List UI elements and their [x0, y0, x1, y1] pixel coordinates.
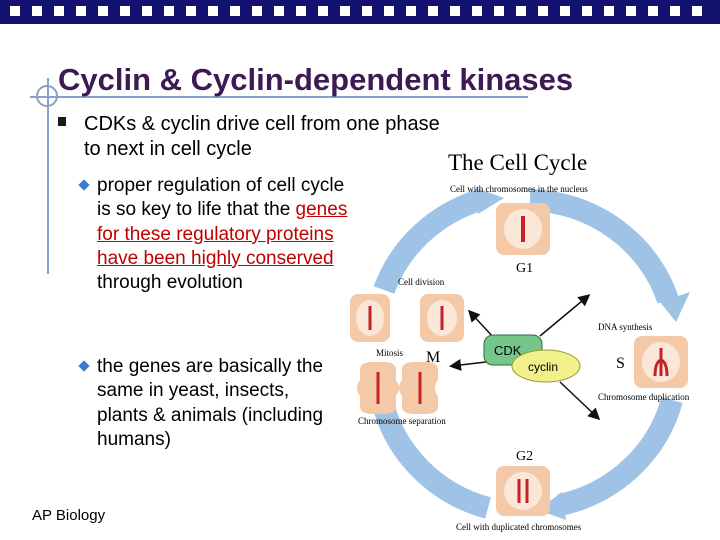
- label-mitosis: Mitosis: [376, 348, 404, 358]
- banner-square: [98, 6, 108, 16]
- cdk-arrow-s: [539, 294, 591, 337]
- label-nucleus: Cell with chromosomes in the nucleus: [450, 184, 588, 194]
- label-s: S: [616, 355, 625, 372]
- banner-square: [186, 6, 196, 16]
- label-chromosome-separation: Chromosome separation: [358, 416, 446, 426]
- banner-square: [428, 6, 438, 16]
- banner-square: [252, 6, 262, 16]
- banner-square: [164, 6, 174, 16]
- banner-square: [406, 6, 416, 16]
- g2-nucleus: [504, 472, 542, 510]
- label-m: M: [426, 349, 440, 366]
- diamond-bullet-icon: [78, 179, 90, 191]
- square-bullet-icon: [58, 117, 66, 126]
- banner-square: [450, 6, 460, 16]
- banner-square: [32, 6, 42, 16]
- label-cell-division: Cell division: [398, 277, 445, 287]
- sub-bullet-2: the genes are basically the same in yeas…: [97, 356, 324, 450]
- replicating-chromosome: [653, 348, 669, 377]
- cell-cycle-diagram: The Cell Cycle Cell with chromosomes in …: [350, 150, 690, 532]
- banner-square: [516, 6, 526, 16]
- label-cyclin: cyclin: [528, 360, 558, 374]
- cycle-arrow-s-g2: [557, 396, 683, 516]
- banner-square: [340, 6, 350, 16]
- banner-square: [318, 6, 328, 16]
- top-banner: [0, 0, 720, 24]
- banner-square: [582, 6, 592, 16]
- cdk-arrow-m: [449, 358, 487, 371]
- banner-square: [208, 6, 218, 16]
- highlighted-phrase: genes for these regulatory proteins have…: [97, 199, 348, 269]
- cycle-arrow-g2-m: [371, 397, 492, 519]
- label-duplicated-chromosomes: Cell with duplicated chromosomes: [456, 522, 582, 532]
- banner-square: [648, 6, 658, 16]
- banner-square: [76, 6, 86, 16]
- banner-square: [494, 6, 504, 16]
- title-vertical-rule: [47, 78, 49, 274]
- label-dna-synthesis: DNA synthesis: [598, 322, 653, 332]
- cdk-arrow-g2: [559, 381, 601, 421]
- main-bullet-text: CDKs & cyclin drive cell from one phase …: [84, 113, 440, 160]
- diagram-title: The Cell Cycle: [448, 150, 587, 175]
- banner-square: [560, 6, 570, 16]
- banner-square: [692, 6, 702, 16]
- cycle-arrowhead: [538, 492, 566, 520]
- banner-square: [10, 6, 20, 16]
- label-cdk: CDK: [494, 343, 522, 358]
- banner-square: [54, 6, 64, 16]
- banner-square: [120, 6, 130, 16]
- banner-square: [626, 6, 636, 16]
- title-underline-rule: [30, 96, 528, 98]
- sub-bullet-1-tail: through evolution: [97, 272, 243, 294]
- cyclin-protein: [511, 349, 581, 383]
- cycle-arrowhead: [660, 292, 690, 322]
- cycle-arrow-m-g1: [373, 189, 484, 294]
- slide-title: Cyclin & Cyclin-dependent kinases: [58, 62, 574, 97]
- crosshair-ornament: [36, 85, 58, 107]
- banner-square: [142, 6, 152, 16]
- banner-square: [538, 6, 548, 16]
- banner-square: [296, 6, 306, 16]
- cycle-arrow-g1-s: [529, 189, 679, 304]
- footer-label: AP Biology: [32, 507, 106, 524]
- banner-square: [472, 6, 482, 16]
- banner-square: [362, 6, 372, 16]
- banner-square: [230, 6, 240, 16]
- banner-square: [604, 6, 614, 16]
- banner-square: [274, 6, 284, 16]
- label-chromosome-duplication: Chromosome duplication: [598, 392, 690, 402]
- sub-bullet-1: proper regulation of cell cycle is so ke…: [97, 174, 357, 295]
- label-g2: G2: [516, 449, 533, 464]
- sub-bullet-1-text: proper regulation of cell cycle is so ke…: [97, 175, 345, 221]
- cycle-arrowhead: [476, 188, 504, 214]
- cdk-arrow-g1: [467, 309, 495, 339]
- label-g1: G1: [516, 261, 533, 276]
- banner-square: [670, 6, 680, 16]
- banner-square: [384, 6, 394, 16]
- diamond-bullet-icon: [78, 360, 90, 372]
